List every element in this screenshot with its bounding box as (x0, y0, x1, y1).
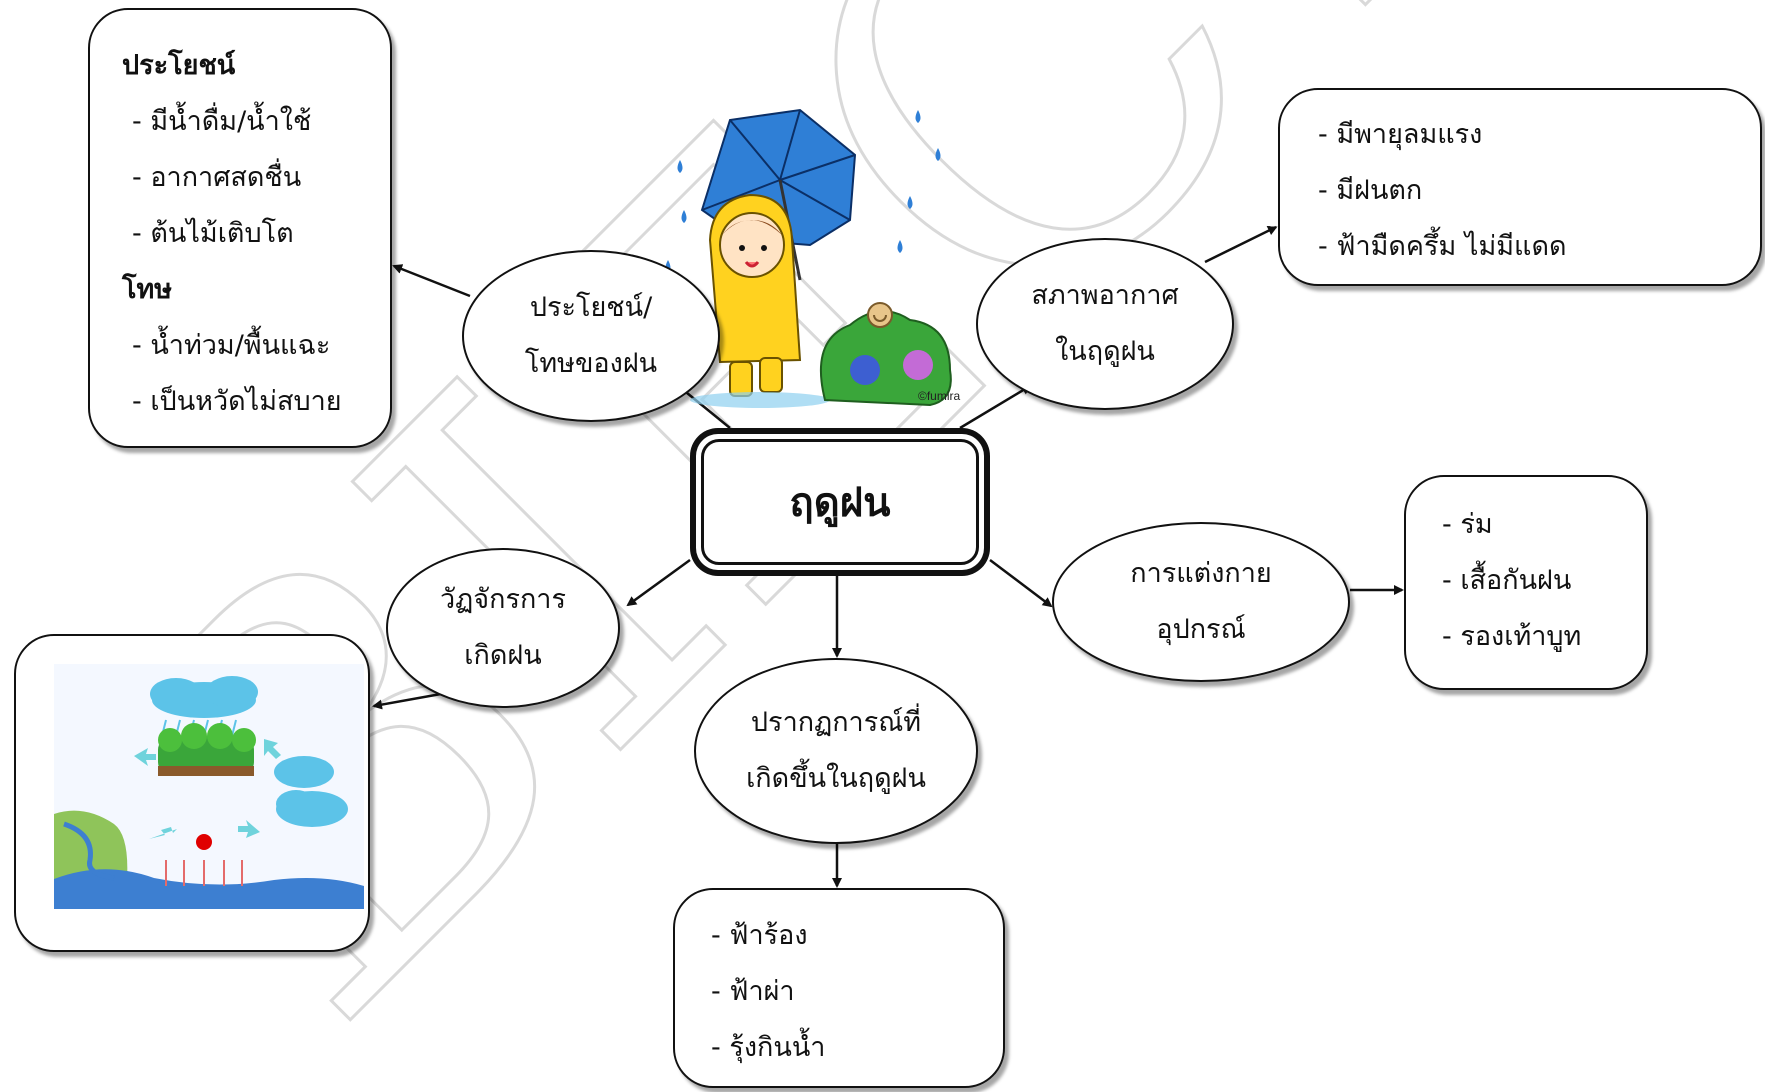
weather-item: - มีพายุลมแรง (1318, 119, 1483, 150)
river-icon (63, 821, 115, 881)
cycle-arrows-icon (134, 739, 281, 839)
arrow-to-clothing-topic (989, 559, 1053, 608)
harm-item: - น้ำท่วม/พื้นแฉะ (132, 330, 331, 361)
arrow-to-weather-topic (959, 384, 1032, 430)
topic-benefits-line1: ประโยชน์/ (529, 292, 653, 323)
topic-clothing-ellipse: การแต่งกาย อุปกรณ์ (1052, 522, 1350, 682)
benefit-item: - ต้นไม้เติบโต (132, 218, 294, 249)
topic-benefits-ellipse: ประโยชน์/ โทษของฝน (462, 250, 720, 422)
clothing-item: - รองเท้าบูท (1442, 621, 1582, 652)
topic-phenomena-line1: ปรากฏการณ์ที่ (750, 707, 922, 738)
evaporation-icon (165, 860, 243, 886)
cloud-icon (274, 756, 348, 827)
topic-cycle-ellipse: วัฏจักรการ เกิดฝน (386, 548, 620, 708)
center-topic-box: ฤดูฝน (690, 428, 990, 576)
arrow-to-weather-detail (1204, 225, 1278, 264)
center-title: ฤดูฝน (701, 439, 979, 565)
benefits-detail-box: ประโยชน์ - มีน้ำดื่ม/น้ำใช้ - อากาศสดชื่… (88, 8, 392, 448)
topic-phenomena-ellipse: ปรากฏการณ์ที่ เกิดขึ้นในฤดูฝน (694, 658, 978, 844)
topic-weather-line2: ในฤดูฝน (1055, 336, 1155, 367)
benefit-item: - มีน้ำดื่ม/น้ำใช้ (132, 106, 312, 137)
harm-heading: โทษ (122, 274, 173, 305)
weather-detail-box: - มีพายุลมแรง - มีฝนตก - ฟ้ามืดครึ้ม ไม่… (1278, 88, 1762, 286)
topic-benefits-line2: โทษของฝน (524, 348, 658, 379)
topic-phenomena-line2: เกิดขึ้นในฤดูฝน (746, 763, 926, 794)
benefit-heading: ประโยชน์ (122, 50, 236, 81)
water-cycle-box (14, 634, 370, 952)
topic-cycle-line1: วัฏจักรการ (440, 584, 566, 615)
topic-clothing-line1: การแต่งกาย (1130, 558, 1272, 589)
phenomena-item: - ฟ้าผ่า (711, 976, 795, 1007)
bush-with-snail-icon (819, 302, 952, 407)
water-cycle-image (54, 664, 364, 909)
arrow-to-benefits-detail (392, 264, 471, 298)
phenomena-detail-box: - ฟ้าร้อง - ฟ้าผ่า - รุ้งกินน้ำ (673, 888, 1005, 1088)
weather-item: - ฟ้ามืดครึ้ม ไม่มีแดด (1318, 231, 1567, 262)
topic-cycle-line2: เกิดฝน (464, 640, 542, 671)
sun-dot-icon (196, 834, 212, 850)
phenomena-item: - รุ้งกินน้ำ (711, 1032, 826, 1063)
rainy-child-illustration: ©fumira (665, 108, 961, 408)
forest-icon (158, 723, 256, 776)
topic-weather-ellipse: สภาพอากาศ ในฤดูฝน (976, 238, 1234, 410)
sea-icon (54, 869, 364, 909)
topic-clothing-line2: อุปกรณ์ (1156, 614, 1246, 645)
clothing-item: - ร่ม (1442, 509, 1493, 540)
illustration-credit: ©fumira (918, 389, 961, 403)
phenomena-item: - ฟ้าร้อง (711, 920, 808, 951)
arrow-to-cycle-topic (626, 558, 691, 607)
weather-item: - มีฝนตก (1318, 175, 1423, 206)
clothing-item: - เสื้อกันฝน (1442, 565, 1572, 596)
harm-item: - เป็นหวัดไม่สบาย (132, 386, 342, 417)
child-in-raincoat-icon (690, 193, 830, 408)
clothing-detail-box: - ร่ม - เสื้อกันฝน - รองเท้าบูท (1404, 475, 1648, 690)
benefit-item: - อากาศสดชื่น (132, 162, 302, 193)
topic-weather-line1: สภาพอากาศ (1031, 280, 1179, 311)
